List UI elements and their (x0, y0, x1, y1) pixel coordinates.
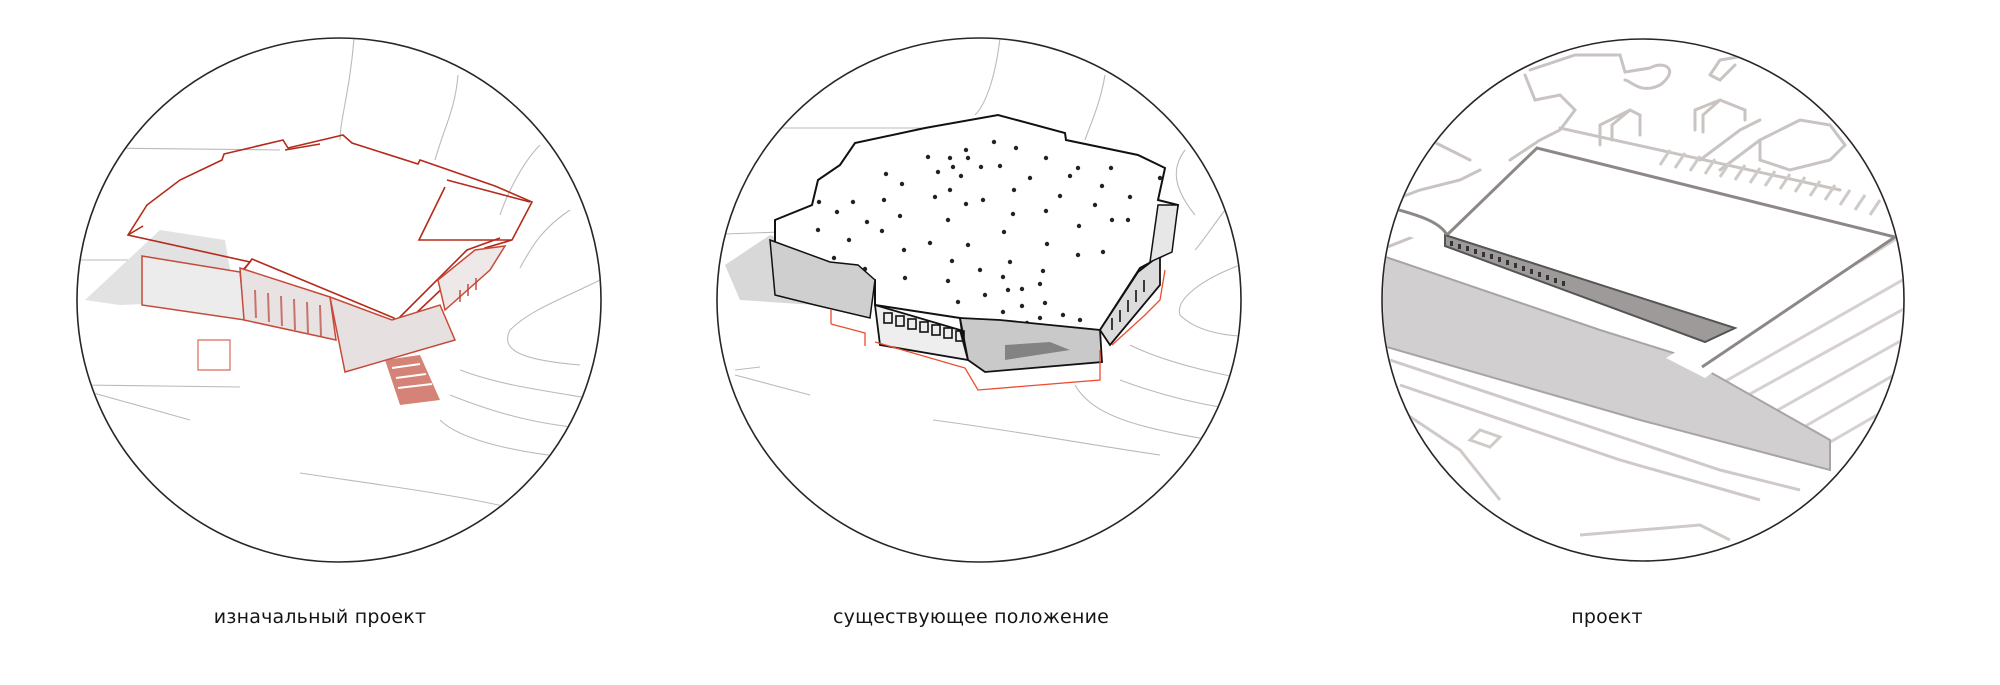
terrain-contours (78, 39, 600, 511)
caption-existing-state: существующее положение (832, 606, 1110, 628)
project-drawing (1381, 38, 1905, 562)
facade-windows (1450, 241, 1565, 286)
hatched-strip (1658, 149, 1882, 216)
building-facade (1444, 233, 1738, 344)
facades (141, 245, 507, 405)
caption-original-project: изначальный проект (213, 606, 427, 628)
panel-project: проект (1320, 0, 1980, 685)
ramp (1383, 253, 1831, 472)
facade-windows (883, 280, 1145, 342)
site-context (1383, 48, 1847, 252)
frame-circle (76, 37, 602, 563)
roof-pillars (815, 139, 1163, 327)
original-footprint (830, 269, 1166, 391)
window-rhythm (254, 278, 477, 337)
facades (769, 204, 1179, 373)
original-project-drawing (76, 37, 602, 563)
existing-state-drawing (716, 37, 1242, 563)
terrain-contours (724, 39, 1240, 456)
lower-site-lines (1389, 358, 1801, 542)
frame-circle (1381, 38, 1905, 562)
frame-circle (716, 37, 1242, 563)
panel-existing-state: существующее положение (640, 0, 1300, 685)
building-roof-outline (1445, 146, 1899, 369)
caption-project: проект (1571, 606, 1643, 628)
panel-original-project: изначальный проект (0, 0, 660, 685)
